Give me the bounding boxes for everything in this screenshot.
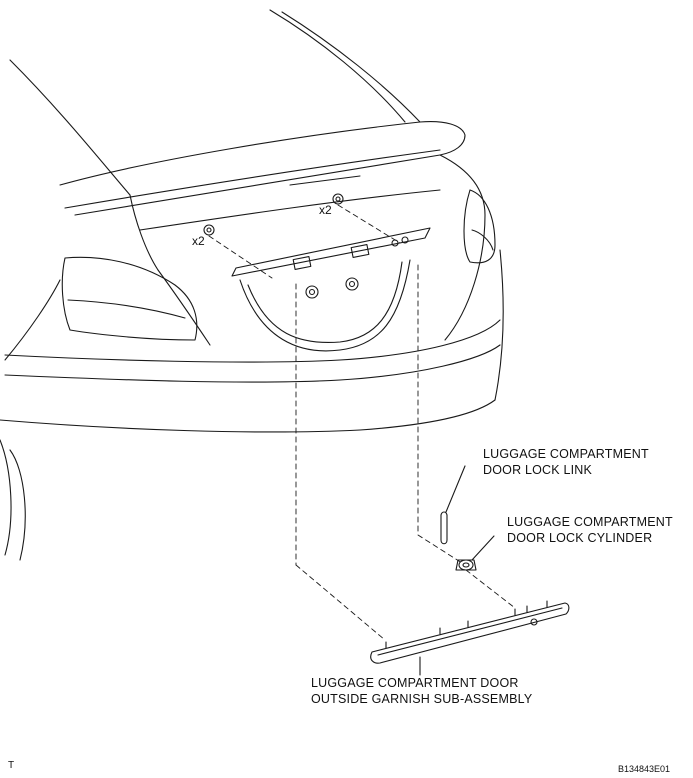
label-door-lock-link-line-2: DOOR LOCK LINK [483, 463, 593, 477]
label-door-lock-cylinder-line-1: LUGGAGE COMPARTMENT [507, 515, 673, 529]
label-outside-garnish: LUGGAGE COMPARTMENT DOOR OUTSIDE GARNISH… [311, 675, 532, 707]
quantity-right-nut: x2 [319, 203, 332, 217]
view-code: T [8, 760, 15, 771]
car-rear-body [0, 10, 503, 560]
outside-garnish-sub-assembly [371, 601, 569, 675]
nut-right [333, 194, 343, 204]
label-door-lock-link: LUGGAGE COMPARTMENT DOOR LOCK LINK [483, 446, 649, 478]
nut-left [204, 225, 214, 235]
label-door-lock-link-line-1: LUGGAGE COMPARTMENT [483, 447, 649, 461]
label-outside-garnish-line-2: OUTSIDE GARNISH SUB-ASSEMBLY [311, 692, 533, 706]
quantity-left-nut: x2 [192, 234, 205, 248]
label-door-lock-cylinder: LUGGAGE COMPARTMENT DOOR LOCK CYLINDER [507, 514, 673, 546]
door-lock-cylinder [456, 536, 494, 570]
figure-id: B134843E01 [618, 764, 671, 774]
assembly-guide-lines [209, 205, 515, 640]
label-outside-garnish-line-1: LUGGAGE COMPARTMENT DOOR [311, 676, 519, 690]
door-lock-link [441, 466, 465, 544]
label-door-lock-cylinder-line-2: DOOR LOCK CYLINDER [507, 531, 653, 545]
